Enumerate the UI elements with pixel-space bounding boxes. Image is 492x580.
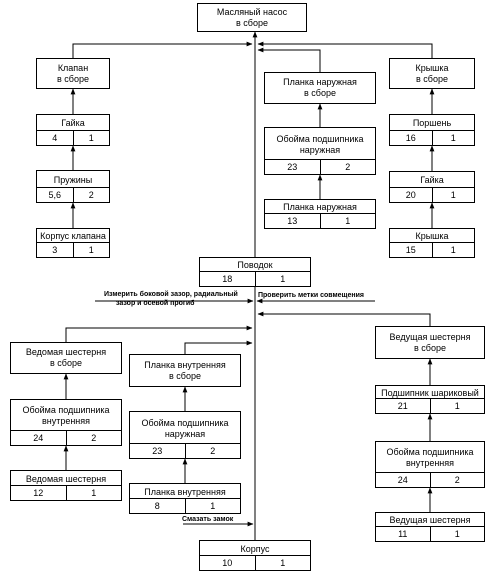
drive-gear-assembly-box: Ведущая шестерня в сборе xyxy=(375,326,485,359)
outer-bar-part-box: Планка наружная 13 1 xyxy=(264,199,376,229)
driven-gear-part-quantity: 1 xyxy=(65,486,122,500)
ball-bearing-part-name: Подшипник шариковый xyxy=(381,387,479,398)
inner-bearing-cage-2-position: 24 xyxy=(397,474,408,485)
outer-bearing-cage-box: Обойма подшипника наружная 23 2 xyxy=(264,127,376,175)
driven-gear-part-position: 12 xyxy=(33,487,44,498)
inner-bar-part-quantity: 1 xyxy=(184,499,241,513)
cover-part-name: Крышка xyxy=(415,231,449,241)
valve-assembly-subtitle: в сборе xyxy=(57,73,89,84)
outer-bearing-cage-subtitle: наружная xyxy=(299,144,341,155)
cover-part-box: Крышка 15 1 xyxy=(389,228,475,258)
oil-pump-subtitle: в сборе xyxy=(236,17,268,28)
inner-bearing-cage-quantity: 2 xyxy=(65,431,122,445)
piston-part-box: Поршень 16 1 xyxy=(389,114,475,146)
outer-bearing-cage-2-position: 23 xyxy=(152,445,163,456)
measure-clearance-note-line2: зазор и осевой прогиб xyxy=(116,300,195,307)
piston-part-position: 16 xyxy=(405,132,416,143)
driven-gear-assembly-box: Ведомая шестерня в сборе xyxy=(10,342,122,374)
drive-gear-part-name: Ведущая шестерня xyxy=(389,515,471,525)
springs-part-name: Пружины xyxy=(53,174,93,185)
housing-part-box: Корпус 10 1 xyxy=(199,540,311,571)
check-marks-note: Проверить метки совмещения xyxy=(258,292,364,299)
inner-bearing-cage-2-title: Обойма подшипника xyxy=(386,447,474,457)
outer-bearing-cage-title: Обойма подшипника xyxy=(276,133,364,144)
nut-part-quantity: 1 xyxy=(72,131,110,145)
inner-bar-part-position: 8 xyxy=(154,500,160,511)
piston-part-name: Поршень xyxy=(412,118,452,128)
inner-bar-assembly-title: Планка внутренняя xyxy=(144,359,226,370)
inner-bearing-cage-title: Обойма подшипника xyxy=(22,405,110,415)
nut-part-box: Гайка 4 1 xyxy=(36,114,110,146)
inner-bearing-cage-box: Обойма подшипника внутренняя 24 2 xyxy=(10,399,122,446)
ball-bearing-part-box: Подшипник шариковый 21 1 xyxy=(375,385,485,414)
cover-assembly-box: Крышка в сборе xyxy=(389,58,475,89)
outer-bearing-cage-quantity: 2 xyxy=(319,160,376,174)
outer-bearing-cage-position: 23 xyxy=(287,161,298,172)
inner-bar-assembly-subtitle: в сборе xyxy=(169,370,201,381)
measure-clearance-note: Измерить боковой зазор, радиальный зазор… xyxy=(104,290,238,308)
piston-part-quantity: 1 xyxy=(431,131,475,145)
valve-assembly-box: Клапан в сборе xyxy=(36,58,110,89)
nut-part-name: Гайка xyxy=(61,118,85,128)
outer-bearing-cage-2-box: Обойма подшипника наружная 23 2 xyxy=(129,411,241,459)
driven-gear-part-box: Ведомая шестерня 12 1 xyxy=(10,470,122,501)
inner-bearing-cage-2-quantity: 2 xyxy=(429,473,485,487)
oil-pump-assembly-box: Масляный насос в сборе xyxy=(197,3,307,32)
outer-bar-part-position: 13 xyxy=(287,215,298,226)
valve-assembly-title: Клапан xyxy=(57,62,89,73)
leash-part-quantity: 1 xyxy=(254,272,311,286)
housing-part-position: 10 xyxy=(222,557,233,568)
cover-nut-part-quantity: 1 xyxy=(431,188,475,202)
ball-bearing-part-position: 21 xyxy=(397,400,408,411)
inner-bar-assembly-box: Планка внутренняя в сборе xyxy=(129,354,241,387)
inner-bearing-cage-2-subtitle: внутренняя xyxy=(405,458,455,468)
driven-gear-assembly-subtitle: в сборе xyxy=(50,358,82,368)
inner-bar-part-name: Планка внутренняя xyxy=(144,486,226,497)
driven-gear-assembly-title: Ведомая шестерня xyxy=(25,347,107,357)
drive-gear-part-quantity: 1 xyxy=(429,527,485,541)
springs-part-box: Пружины 5,6 2 xyxy=(36,170,110,203)
oil-pump-title: Масляный насос xyxy=(216,6,288,17)
leash-part-position: 18 xyxy=(222,273,233,284)
measure-clearance-note-line1: Измерить боковой зазор, радиальный xyxy=(104,291,238,298)
valve-body-part-quantity: 1 xyxy=(72,243,110,257)
leash-part-box: Поводок 18 1 xyxy=(199,257,311,287)
outer-bar-assembly-subtitle: в сборе xyxy=(304,88,336,98)
outer-bar-part-name: Планка наружная xyxy=(283,202,357,212)
cover-part-position: 15 xyxy=(405,244,416,255)
valve-body-part-position: 3 xyxy=(52,244,58,255)
driven-gear-part-name: Ведомая шестерня xyxy=(25,473,107,484)
cover-nut-part-position: 20 xyxy=(405,189,416,200)
ball-bearing-part-quantity: 1 xyxy=(429,399,485,413)
nut-part-position: 4 xyxy=(52,132,58,143)
lubricate-lock-note: Смазать замок xyxy=(182,516,234,523)
drive-gear-part-position: 11 xyxy=(398,528,408,539)
valve-body-part-box: Корпус клапана 3 1 xyxy=(36,228,110,258)
leash-part-name: Поводок xyxy=(237,260,273,270)
inner-bearing-cage-subtitle: внутренняя xyxy=(41,416,91,426)
outer-bearing-cage-2-subtitle: наружная xyxy=(164,428,206,439)
springs-part-quantity: 2 xyxy=(72,188,110,202)
housing-part-name: Корпус xyxy=(240,543,270,554)
outer-bar-assembly-box: Планка наружная в сборе xyxy=(264,72,376,104)
outer-bar-part-quantity: 1 xyxy=(319,214,376,228)
inner-bar-part-box: Планка внутренняя 8 1 xyxy=(129,483,241,514)
springs-part-position: 5,6 xyxy=(48,189,61,200)
valve-body-part-name: Корпус клапана xyxy=(40,231,106,241)
outer-bearing-cage-2-quantity: 2 xyxy=(184,444,241,458)
inner-bearing-cage-2-box: Обойма подшипника внутренняя 24 2 xyxy=(375,441,485,488)
cover-assembly-title: Крышка xyxy=(415,62,449,73)
outer-bar-assembly-title: Планка наружная xyxy=(283,77,357,87)
drive-gear-assembly-title: Ведущая шестерня xyxy=(389,331,471,342)
drive-gear-assembly-subtitle: в сборе xyxy=(414,342,446,353)
cover-part-quantity: 1 xyxy=(431,243,475,257)
cover-nut-part-box: Гайка 20 1 xyxy=(389,171,475,203)
inner-bearing-cage-position: 24 xyxy=(33,432,44,443)
housing-part-quantity: 1 xyxy=(254,556,311,570)
cover-nut-part-name: Гайка xyxy=(420,175,444,185)
cover-assembly-subtitle: в сборе xyxy=(416,73,448,84)
outer-bearing-cage-2-title: Обойма подшипника xyxy=(141,417,229,428)
